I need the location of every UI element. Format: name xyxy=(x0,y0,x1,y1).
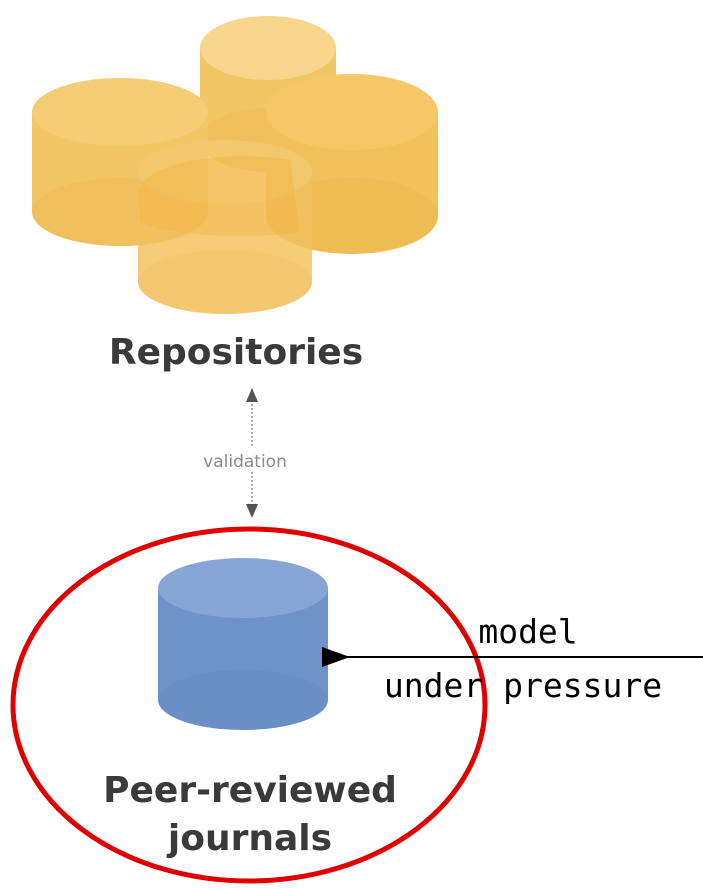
annotation-line2: under pressure xyxy=(384,666,662,705)
repositories-label: Repositories xyxy=(109,332,363,373)
highlight-ellipse xyxy=(10,526,488,884)
repositories-icon xyxy=(32,16,438,314)
journals-label-line1: Peer-reviewed xyxy=(103,770,397,811)
down-arrow-icon xyxy=(246,504,258,518)
up-arrow-icon xyxy=(246,388,258,402)
validation-label: validation xyxy=(203,452,287,472)
validation-connector xyxy=(246,388,258,518)
journals-database-icon xyxy=(158,558,328,730)
journals-label-line2: journals xyxy=(166,818,332,859)
annotation-line1: model xyxy=(478,612,577,651)
repository-cylinder-front xyxy=(138,140,312,314)
